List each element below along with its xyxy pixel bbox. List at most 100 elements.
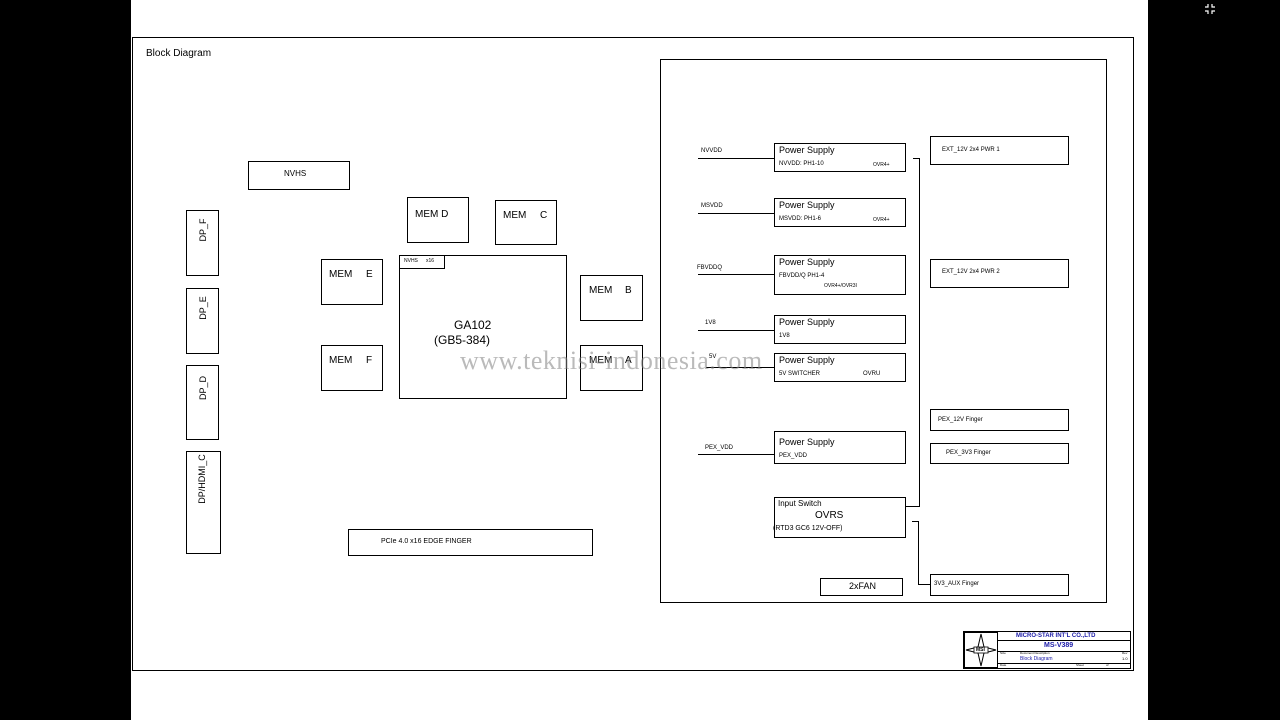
title-block-rev-label: Rev — [1122, 651, 1128, 655]
ps-5v-title: Power Supply — [779, 355, 835, 365]
ps-1v8-title: Power Supply — [779, 317, 835, 327]
rail-label-nvvdd: NVVDD — [701, 148, 723, 154]
title-block-rule-3 — [998, 663, 1130, 664]
gpu-sub: (GB5-384) — [434, 333, 491, 347]
nvhs-label: NVHS — [284, 169, 307, 178]
fan-block: 2xFAN — [820, 578, 903, 596]
ps-pex-title: Power Supply — [779, 437, 835, 447]
dp-d-port: DP_D — [186, 365, 219, 440]
mem-f-label: MEM — [329, 355, 353, 366]
mem-a-letter: A — [625, 355, 632, 366]
rail-label-1v8: 1V8 — [705, 320, 716, 326]
title-block-rev: 1.0 — [1122, 656, 1128, 661]
pwr-bus-to-switch — [906, 506, 920, 507]
title-block-sheet-label: Sheet — [1076, 663, 1084, 667]
mem-f-letter: F — [366, 355, 373, 366]
title-block: MSI MICRO-STAR INT'L CO.,LTD MS-V389 Siz… — [963, 631, 1131, 669]
mem-c-block: MEM C — [495, 200, 557, 245]
mem-f-block: MEM F — [321, 345, 383, 391]
title-block-of-label: of — [1106, 663, 1109, 667]
ext-12v-pwr2-connector: EXT_12V 2x4 PWR 2 — [930, 259, 1069, 288]
rail-label-pex-vdd: PEX_VDD — [705, 445, 734, 451]
pex-3v3-finger: PEX_3V3 Finger — [930, 443, 1069, 464]
ps-5v-tag: OVRU — [863, 371, 881, 377]
ext-pwr2-label: EXT_12V 2x4 PWR 2 — [942, 269, 1000, 275]
aux-line-bottom — [918, 584, 930, 585]
aux-3v3-label: 3V3_AUX Finger — [934, 581, 980, 587]
dp-hdmi-c-label: DP/HDMI_C — [197, 454, 207, 504]
mem-e-block: MEM E — [321, 259, 383, 305]
rail-line-nvvdd — [698, 158, 774, 159]
power-supply-5v: Power Supply 5V SWITCHER OVRU — [774, 353, 906, 382]
dp-e-label: DP_E — [198, 296, 208, 320]
fan-label: 2xFAN — [849, 581, 877, 591]
schematic-page: Block Diagram NVHS DP_F DP_E DP_D DP/HDM… — [131, 0, 1148, 720]
input-switch-title: Input Switch — [778, 499, 822, 508]
msi-star-logo-icon — [965, 633, 997, 667]
pcie-edge-finger: PCIe 4.0 x16 EDGE FINGER — [348, 529, 593, 556]
power-supply-1v8: Power Supply 1V8 — [774, 315, 906, 344]
ps-nvvdd-title: Power Supply — [779, 145, 835, 155]
dp-f-port: DP_F — [186, 210, 219, 276]
pcie-label: PCIe 4.0 x16 EDGE FINGER — [381, 538, 472, 545]
mem-b-label: MEM — [589, 285, 613, 296]
dp-f-label: DP_F — [198, 218, 208, 242]
drawing-frame — [132, 37, 1134, 671]
mem-e-label: MEM — [329, 269, 353, 280]
ps-fbvddq-line: FBVDD/Q PH1-4 — [779, 273, 825, 279]
mem-b-block: MEM B — [580, 275, 643, 321]
title-block-logo-cell: MSI — [964, 632, 998, 668]
ps-pex-line: PEX_VDD — [779, 453, 808, 459]
ext-pwr1-label: EXT_12V 2x4 PWR 1 — [942, 147, 1000, 153]
power-supply-pex-vdd: Power Supply PEX_VDD — [774, 431, 906, 464]
ps-fbvddq-title: Power Supply — [779, 257, 835, 267]
gpu-tag-nvhs: NVHS — [404, 258, 418, 264]
gpu-ga102-block: NVHS x16 GA102 (GB5-384) — [399, 255, 567, 399]
title-block-rule-2 — [998, 651, 1130, 652]
pex-12v-finger: PEX_12V Finger — [930, 409, 1069, 431]
rail-label-5v: 5V — [709, 354, 717, 360]
rail-line-1v8 — [698, 330, 774, 331]
rail-label-fbvddq: FBVDDQ — [697, 265, 723, 271]
rail-line-fbvddq — [698, 274, 774, 275]
pex-3v3-label: PEX_3V3 Finger — [946, 450, 991, 456]
mem-b-letter: B — [625, 285, 632, 296]
mem-c-letter: C — [540, 210, 548, 221]
fullscreen-exit-icon[interactable] — [1203, 3, 1217, 17]
power-supply-fbvddq: Power Supply FBVDD/Q PH1-4 OVR4+/OVR3I — [774, 255, 906, 295]
nvhs-block: NVHS — [248, 161, 350, 190]
mem-a-label: MEM — [589, 355, 613, 366]
power-section-frame — [660, 59, 1107, 603]
ps-fbvddq-tag: OVR4+/OVR3I — [824, 283, 857, 289]
dp-d-label: DP_D — [198, 376, 208, 401]
power-supply-nvvdd: Power Supply NVVDD: PH1-10 OVR4+ — [774, 143, 906, 172]
aux-3v3-finger: 3V3_AUX Finger — [930, 574, 1069, 596]
mem-d-label: MEM D — [415, 209, 449, 220]
diagram-title: Block Diagram — [146, 48, 212, 59]
input-switch-name: OVRS — [815, 510, 844, 521]
aux-line-vertical — [918, 521, 919, 585]
title-block-model: MS-V389 — [1044, 642, 1074, 649]
ps-5v-line: 5V SWITCHER — [779, 371, 821, 377]
pwr-bus-top-tick — [913, 158, 920, 159]
mem-a-block: MEM A — [580, 345, 643, 391]
dp-hdmi-c-port: DP/HDMI_C — [186, 451, 221, 554]
rail-line-msvdd — [698, 213, 774, 214]
title-block-size-label: Size — [1000, 651, 1006, 655]
input-switch-note: (RTD3 GC6 12V-OFF) — [773, 525, 843, 532]
mem-e-letter: E — [366, 269, 373, 280]
ps-1v8-line: 1V8 — [779, 333, 790, 339]
mem-c-label: MEM — [503, 210, 527, 221]
gpu-tag-x16: x16 — [426, 258, 435, 264]
input-switch-ovrs: Input Switch OVRS (RTD3 GC6 12V-OFF) — [773, 497, 906, 538]
pex-12v-label: PEX_12V Finger — [938, 417, 983, 423]
ps-msvdd-title: Power Supply — [779, 200, 835, 210]
ps-nvvdd-tag: OVR4+ — [873, 162, 890, 168]
mem-d-block: MEM D — [407, 197, 469, 243]
power-supply-msvdd: Power Supply MSVDD: PH1-6 OVR4+ — [774, 198, 906, 227]
title-block-logo-text: MSI — [976, 647, 985, 653]
rail-line-5v — [706, 367, 774, 368]
title-block-rule-1 — [998, 640, 1130, 641]
gpu-nvhs-tag: NVHS x16 — [399, 255, 445, 269]
ext-12v-pwr1-connector: EXT_12V 2x4 PWR 1 — [930, 136, 1069, 165]
